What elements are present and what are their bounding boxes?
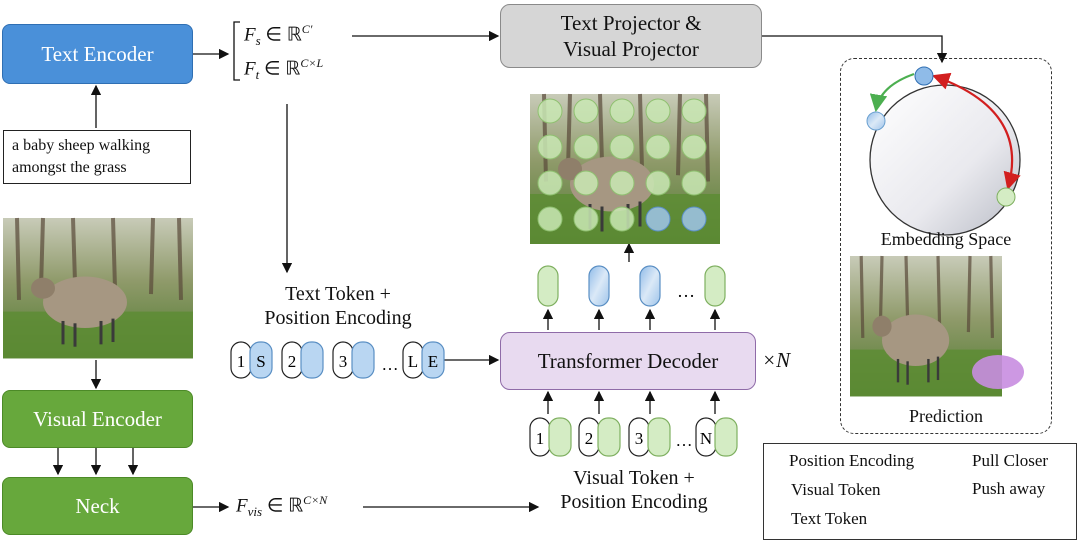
visual-token-pos-1: 1 [536, 429, 545, 448]
visual-token-circle [537, 170, 563, 196]
visual-token-circle [609, 98, 635, 124]
visual-token-pos-n: N [700, 429, 712, 448]
text-token-pos-l: L [408, 352, 418, 371]
legend-box [763, 443, 1077, 540]
legend-push-away: Push away [972, 479, 1046, 498]
text-token-pos-2: 2 [288, 352, 297, 371]
visual-token-circle [609, 134, 635, 160]
visual-token-circle [645, 98, 671, 124]
text-token-s: S [256, 352, 265, 371]
output-token-sequence: … [537, 265, 726, 307]
matched-token-circle [645, 206, 671, 232]
transformer-decoder-box: Transformer Decoder [500, 332, 756, 390]
projector-label-line-2: Visual Projector [563, 37, 699, 61]
visual-token-ellipsis: … [676, 431, 693, 450]
matched-token-circle [681, 206, 707, 232]
visual-token-circle [681, 134, 707, 160]
text-encoder-box: Text Encoder [2, 24, 193, 84]
visual-token-pos-2: 2 [585, 429, 594, 448]
text-token-pos-3: 3 [339, 352, 348, 371]
text-token-sequence: 1 S 2 3 … L E [230, 341, 445, 379]
positive-visual-point [866, 111, 886, 131]
token-grid [537, 98, 707, 232]
fs-formula: Fs ∈ ℝC′ [244, 22, 313, 49]
text-token-point [914, 66, 934, 86]
visual-token-circle [573, 98, 599, 124]
legend-text-token: Text Token [791, 509, 868, 528]
visual-token-circle [537, 98, 563, 124]
visual-token-circle [681, 98, 707, 124]
repeat-n-label: ×N [762, 348, 791, 372]
text-encoder-label: Text Encoder [41, 41, 154, 66]
prediction-label: Prediction [909, 406, 983, 426]
input-image [3, 218, 193, 358]
caption-line-1: a baby sheep walking [12, 137, 151, 154]
legend-visual-token: Visual Token [791, 480, 881, 499]
embedding-panel [840, 58, 1052, 434]
visual-token-circle [573, 206, 599, 232]
legend-position-encoding: Position Encoding [789, 451, 915, 470]
neck-label: Neck [75, 493, 120, 518]
visual-encoder-box: Visual Encoder [2, 390, 193, 448]
visual-token-sequence: 1 2 3 … N [529, 417, 738, 457]
projector-label-line-1: Text Projector & [560, 11, 702, 35]
visual-token-circle [537, 206, 563, 232]
transformer-decoder-label: Transformer Decoder [537, 348, 719, 373]
embedding-sphere [866, 66, 1021, 236]
visual-token-circle [609, 170, 635, 196]
visual-token-circle [609, 206, 635, 232]
caption-line-2: amongst the grass [12, 159, 127, 176]
embedding-space-label: Embedding Space [880, 229, 1012, 249]
visual-token-circle [645, 134, 671, 160]
output-token-3 [639, 265, 661, 307]
visual-token-circle [537, 134, 563, 160]
negative-visual-point [996, 187, 1016, 207]
output-token-1 [537, 265, 559, 307]
predicted-mask [972, 355, 1024, 389]
visual-token-circle [645, 170, 671, 196]
visual-encoder-label: Visual Encoder [33, 406, 162, 431]
legend-pull-closer: Pull Closer [972, 451, 1049, 470]
visual-token-circle [573, 134, 599, 160]
text-token-pos-1: 1 [237, 352, 246, 371]
caption-box: a baby sheep walking amongst the grass [3, 130, 191, 184]
neck-box: Neck [2, 477, 193, 535]
projector-box: Text Projector & Visual Projector [500, 4, 762, 68]
visual-token-pos-3: 3 [635, 429, 644, 448]
visual-token-circle [681, 170, 707, 196]
fvis-formula: Fvis ∈ ℝC×N [236, 493, 328, 520]
text-token-label: Text Token + Position Encoding [264, 283, 412, 329]
ft-formula: Ft ∈ ℝC×L [244, 56, 324, 83]
visual-token-circle [573, 170, 599, 196]
output-token-ellipsis: … [677, 281, 695, 301]
visual-token-label: Visual Token + Position Encoding [560, 467, 708, 513]
output-token-2 [588, 265, 610, 307]
text-token-ellipsis: … [382, 355, 399, 374]
prediction-image [850, 256, 1024, 396]
visual-token-grid-image [530, 94, 720, 244]
connector-lines [52, 21, 948, 513]
output-token-n [704, 265, 726, 307]
text-token-e: E [428, 352, 438, 371]
